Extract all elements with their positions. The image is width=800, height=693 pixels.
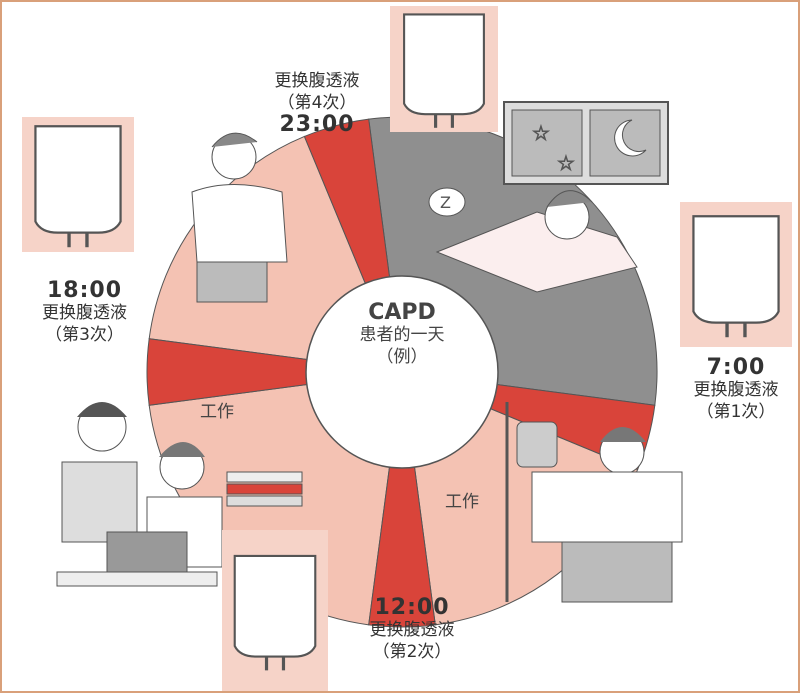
exchange-label-2: 12:00 更换腹透液 （第2次） [347, 597, 477, 663]
svg-text:☆: ☆ [532, 121, 550, 145]
exchange-4-time: 23:00 [279, 112, 355, 137]
exchange-2-time: 12:00 [374, 595, 450, 620]
center-title: CAPD 患者的一天 （例） [322, 302, 482, 368]
exchange-4-label: 更换腹透液 [274, 71, 360, 91]
center-circle [305, 275, 499, 469]
dialysis-bag-1 [680, 202, 792, 347]
center-subtitle: 患者的一天 [359, 325, 445, 345]
exchange-wedge [368, 371, 436, 628]
exchange-2-label: 更换腹透液 [369, 620, 455, 640]
sleep-z-icon: Z [440, 193, 451, 212]
dialysis-bag-2 [222, 530, 328, 691]
exchange-wedge [146, 338, 403, 406]
patient-reading-illustration [505, 402, 683, 603]
svg-text:☆: ☆ [557, 151, 575, 175]
center-title-capd: CAPD [368, 300, 436, 325]
exchange-3-label: 更换腹透液 [42, 303, 127, 323]
dialysis-bag-4 [390, 6, 498, 132]
night-window-illustration: ☆ ☆ [503, 101, 669, 185]
exchange-label-4: 更换腹透液 （第4次） 23:00 [247, 70, 387, 136]
exchange-1-order: （第1次） [696, 402, 776, 422]
exchange-label-3: 18:00 更换腹透液 （第3次） [17, 280, 152, 346]
exchange-3-time: 18:00 [46, 278, 123, 303]
exchange-2-order: （第2次） [372, 642, 452, 662]
work-label-right: 工作 [445, 492, 479, 512]
office-work-illustration [56, 402, 303, 587]
exchange-3-order: （第3次） [45, 325, 124, 345]
center-note: （例） [376, 347, 428, 367]
exchange-1-time: 7:00 [706, 355, 766, 380]
patient-exchange-illustration [191, 132, 288, 303]
work-label-left: 工作 [200, 402, 234, 422]
dialysis-bag-3 [22, 117, 134, 252]
exchange-4-order: （第4次） [277, 93, 357, 113]
sleeping-person-illustration: Z [428, 187, 638, 293]
exchange-label-1: 7:00 更换腹透液 （第1次） [670, 355, 798, 423]
exchange-1-label: 更换腹透液 [693, 380, 779, 400]
